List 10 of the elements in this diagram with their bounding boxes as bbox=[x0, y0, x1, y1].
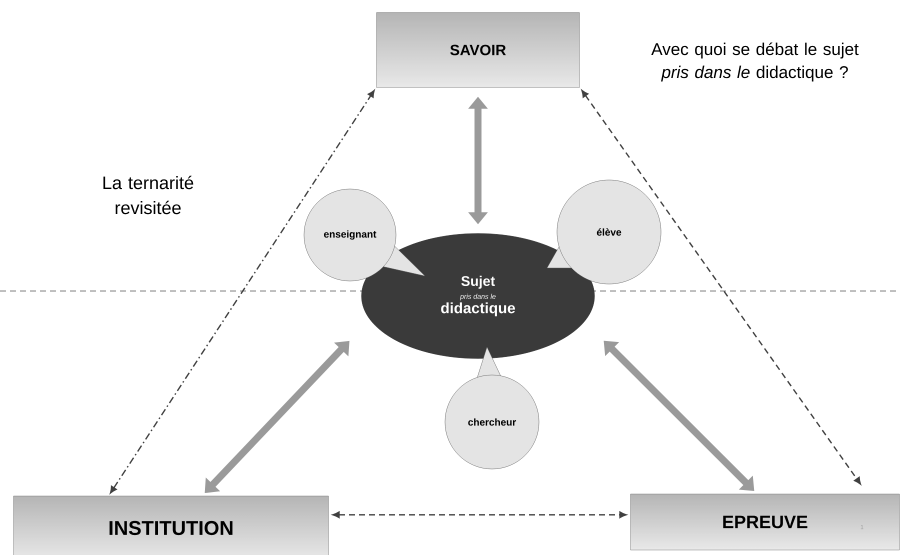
question-text: Avec quoi se débat le sujet pris dans le didactique ? bbox=[651, 42, 859, 82]
speech-bubble: enseignant bbox=[304, 188, 426, 282]
arrow bbox=[110, 90, 375, 494]
speech-bubble: chercheur bbox=[444, 346, 540, 470]
arrow bbox=[581, 90, 861, 484]
label-box: INSTITUTION bbox=[13, 496, 329, 555]
note-text: La ternarité revisitée bbox=[103, 176, 194, 214]
speech-bubble: élève bbox=[546, 180, 662, 284]
arrow bbox=[332, 511, 627, 518]
label-box: SAVOIR bbox=[376, 12, 580, 88]
